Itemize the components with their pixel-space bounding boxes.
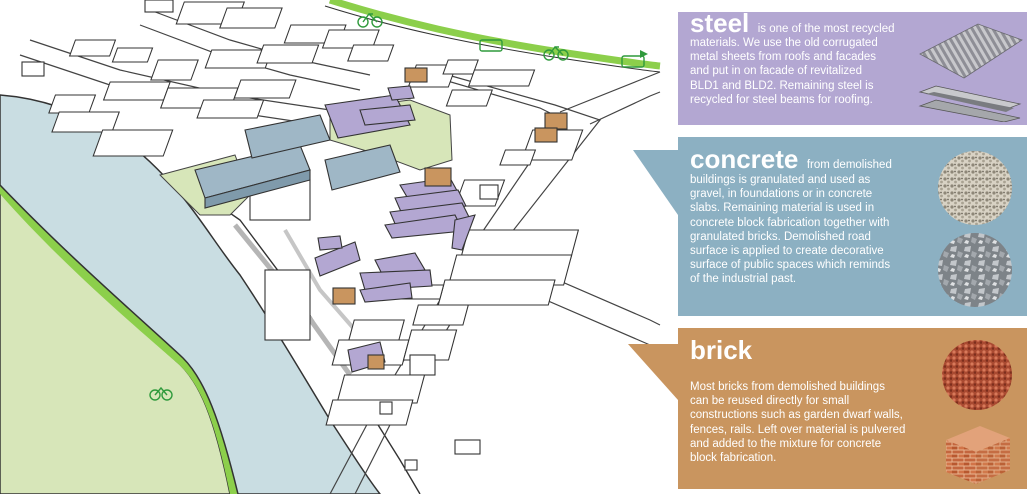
concrete-line: concrete block fabrication together with bbox=[690, 216, 890, 229]
brick-line: constructions such as garden dwarf walls… bbox=[690, 409, 903, 422]
steel-panel: steel is one of the most recycled materi… bbox=[678, 10, 1027, 125]
orange-buildings bbox=[332, 67, 568, 370]
steel-line: metal sheets from roofs and facades bbox=[690, 51, 877, 64]
green-cycle-route bbox=[328, 0, 661, 70]
brick-title: brick bbox=[690, 335, 753, 365]
crushed-brick-image bbox=[942, 340, 1012, 410]
brick-line: can be reused directly for small bbox=[690, 395, 850, 408]
blue-buildings bbox=[194, 114, 401, 209]
concrete-pointer bbox=[633, 150, 678, 215]
steel-line: recycled for steel beams for roofing. bbox=[690, 93, 873, 106]
steel-line: materials. We use the old corrugated bbox=[690, 37, 878, 49]
quay-path-2 bbox=[283, 228, 357, 332]
tram-icon bbox=[479, 39, 645, 68]
concrete-line: gravel, in foundations or in concrete bbox=[690, 188, 873, 201]
concrete-line: surface is applied to create decorative bbox=[690, 245, 884, 258]
concrete-line: slabs. Remaining material is used in bbox=[690, 202, 875, 215]
concrete-line: of the industrial past. bbox=[690, 273, 797, 286]
brick-body: Most bricks from demolished buildings ca… bbox=[690, 380, 940, 465]
purple-buildings bbox=[314, 85, 476, 373]
brick-pointer bbox=[628, 344, 678, 400]
brick-line: and added to the mixture for concrete bbox=[690, 437, 882, 450]
corrugated-sheet-image bbox=[919, 23, 1023, 79]
concrete-line: surface of public spaces which reminds bbox=[690, 259, 891, 272]
brick-line: block fabrication. bbox=[690, 452, 777, 465]
steel-line: BLD1 and BLD2. Remaining steel is bbox=[690, 79, 874, 92]
arrow-right-icon bbox=[640, 50, 648, 58]
steel-beam-image bbox=[918, 85, 1022, 122]
bicycle-icon bbox=[357, 12, 383, 28]
concrete-line: granulated bricks. Demolished road bbox=[690, 230, 871, 243]
concrete-body: buildings is granulated and used as grav… bbox=[690, 173, 940, 287]
concrete-title: concrete bbox=[690, 144, 799, 174]
brick-line: Most bricks from demolished buildings bbox=[690, 381, 885, 393]
brick-panel: brick Most bricks from demolished buildi… bbox=[678, 328, 1027, 489]
steel-intro: is one of the most recycled bbox=[757, 23, 895, 35]
concrete-panel: concrete from demolished buildings is gr… bbox=[678, 137, 1027, 316]
brick-line: fences, rails. Left over material is pul… bbox=[690, 423, 906, 436]
brick-stack-image bbox=[946, 426, 1010, 484]
riverbank-green-edge bbox=[0, 185, 238, 494]
crushed-concrete-image bbox=[938, 233, 1012, 307]
concrete-intro: from demolished bbox=[806, 159, 892, 171]
steel-title: steel bbox=[690, 8, 750, 38]
steel-body: materials. We use the old corrugated met… bbox=[690, 36, 925, 107]
steel-line: and put in on facade of revitalized bbox=[690, 65, 862, 78]
bicycle-icon bbox=[149, 386, 173, 401]
concrete-line: buildings is granulated and used as bbox=[690, 174, 871, 186]
gravel-image bbox=[938, 151, 1012, 225]
bicycle-icon bbox=[543, 45, 569, 61]
